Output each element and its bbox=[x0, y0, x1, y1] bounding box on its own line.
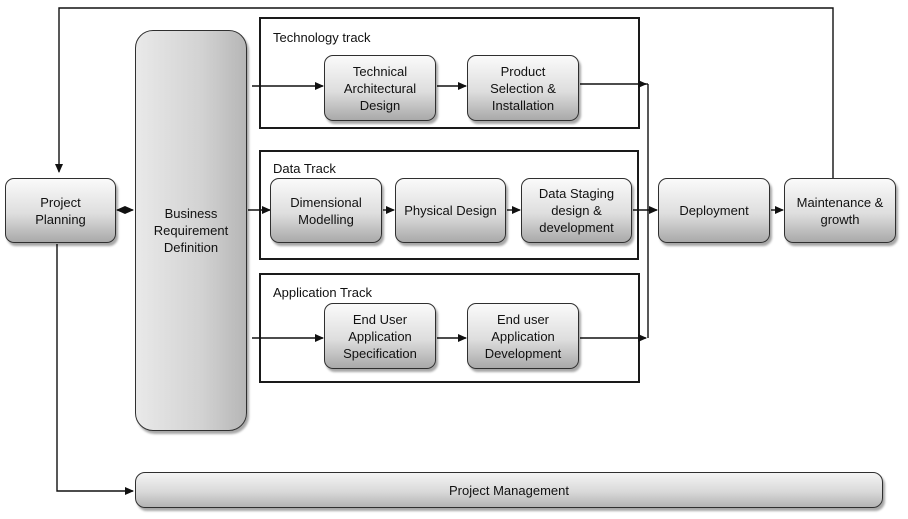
application-track-label: Application Track bbox=[273, 285, 372, 300]
feedback-loop-arrow bbox=[55, 7, 834, 178]
end-user-app-dev-box: End user Application Development bbox=[467, 303, 579, 369]
data-staging-box: Data Staging design & development bbox=[521, 178, 632, 243]
planning-to-management-arrow bbox=[56, 244, 134, 495]
maintenance-growth-box: Maintenance & growth bbox=[784, 178, 896, 243]
project-planning-box: Project Planning bbox=[5, 178, 116, 243]
technical-architectural-design-box: Technical Architectural Design bbox=[324, 55, 436, 121]
physical-design-box: Physical Design bbox=[395, 178, 506, 243]
data-track-label: Data Track bbox=[273, 161, 336, 176]
end-user-app-spec-box: End User Application Specification bbox=[324, 303, 436, 369]
technology-track-label: Technology track bbox=[273, 30, 371, 45]
project-management-bar: Project Management bbox=[135, 472, 883, 508]
business-requirement-box: Business Requirement Definition bbox=[135, 30, 247, 431]
product-selection-box: Product Selection & Installation bbox=[467, 55, 579, 121]
deployment-box: Deployment bbox=[658, 178, 770, 243]
dimensional-modelling-box: Dimensional Modelling bbox=[270, 178, 382, 243]
